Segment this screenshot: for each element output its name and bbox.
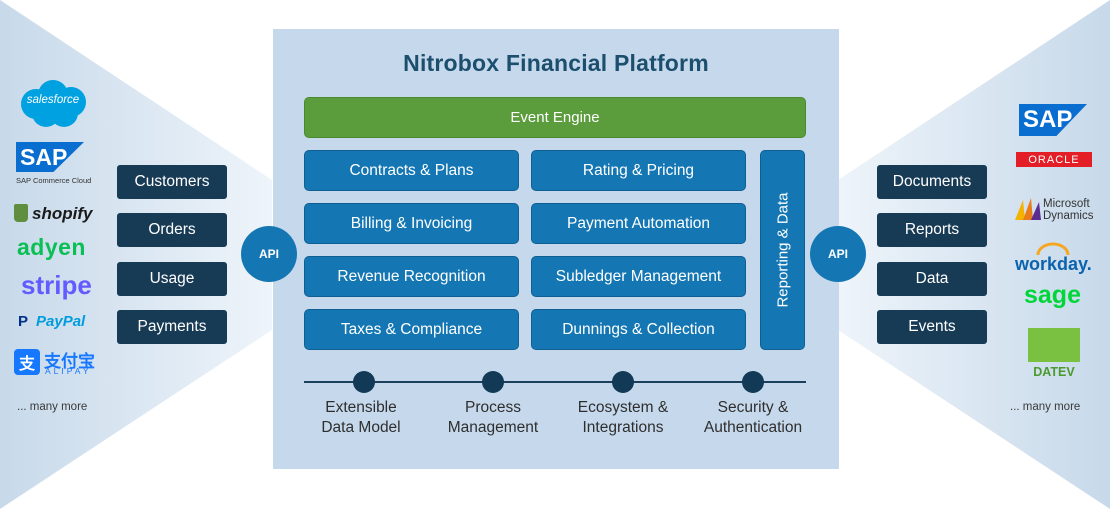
output-events: Events <box>877 310 987 344</box>
many-more-right: ... many more <box>1010 401 1081 413</box>
sage-logo: sage <box>1024 281 1081 309</box>
platform-title: Nitrobox Financial Platform <box>403 50 709 76</box>
event-engine-bar: Event Engine <box>304 97 806 138</box>
input-orders: Orders <box>117 213 227 247</box>
datev-green-square-icon <box>1028 328 1080 362</box>
module-taxes-compliance: Taxes & Compliance <box>304 309 519 350</box>
pillar-process-management: Process Management <box>447 399 539 436</box>
oracle-logo: ORACLE <box>1016 152 1092 167</box>
workday-arc-icon <box>1036 242 1070 256</box>
microsoft-dynamics-logo: Microsoft Dynamics <box>1043 198 1094 222</box>
alipay-icon: 支 <box>14 349 40 375</box>
module-subledger-management: Subledger Management <box>531 256 746 297</box>
pillar-security-authentication: Security & Authentication <box>703 399 803 436</box>
input-payments: Payments <box>117 310 227 344</box>
input-customers: Customers <box>117 165 227 199</box>
sap-logo-right: SAP <box>1019 104 1087 136</box>
output-data: Data <box>877 262 987 296</box>
module-billing-invoicing: Billing & Invoicing <box>304 203 519 244</box>
pillar-dot <box>353 371 375 393</box>
salesforce-logo: salesforce <box>26 94 80 106</box>
microsoft-dynamics-icon <box>1015 198 1041 220</box>
shopify-bag-icon <box>14 204 28 222</box>
module-revenue-recognition: Revenue Recognition <box>304 256 519 297</box>
output-documents: Documents <box>877 165 987 199</box>
sap-commerce-cloud-label: SAP Commerce Cloud <box>16 176 92 185</box>
module-contracts-plans: Contracts & Plans <box>304 150 519 191</box>
pillar-dot <box>742 371 764 393</box>
module-rating-pricing: Rating & Pricing <box>531 150 746 191</box>
input-usage: Usage <box>117 262 227 296</box>
pillar-dot <box>612 371 634 393</box>
module-dunnings-collection: Dunnings & Collection <box>531 309 746 350</box>
salesforce-cloud-icon <box>21 80 86 127</box>
paypal-logo: PayPal <box>36 313 86 330</box>
module-payment-automation: Payment Automation <box>531 203 746 244</box>
pillar-timeline <box>304 381 806 383</box>
pillar-dot <box>482 371 504 393</box>
pillar-ecosystem-integrations: Ecosystem & Integrations <box>577 399 669 436</box>
alipay-chinese-logo: 支付宝 <box>44 352 95 371</box>
stripe-logo: stripe <box>21 270 92 300</box>
api-right-circle: API <box>810 226 866 282</box>
shopify-logo: shopify <box>32 204 93 223</box>
left-wing <box>0 0 272 509</box>
workday-logo: workday. <box>1015 254 1092 274</box>
paypal-p-icon: P <box>18 313 29 330</box>
many-more-left: ... many more <box>17 401 88 413</box>
pillar-extensible-data-model: Extensible Data Model <box>321 399 401 436</box>
reporting-data-bar: Reporting & Data <box>760 150 805 350</box>
adyen-logo: adyen <box>17 234 86 260</box>
api-left-circle: API <box>241 226 297 282</box>
reporting-label: Reporting & Data <box>774 192 791 308</box>
datev-logo: DATEV <box>1033 365 1075 379</box>
alipay-logo: ALIPAY <box>45 366 92 376</box>
output-reports: Reports <box>877 213 987 247</box>
